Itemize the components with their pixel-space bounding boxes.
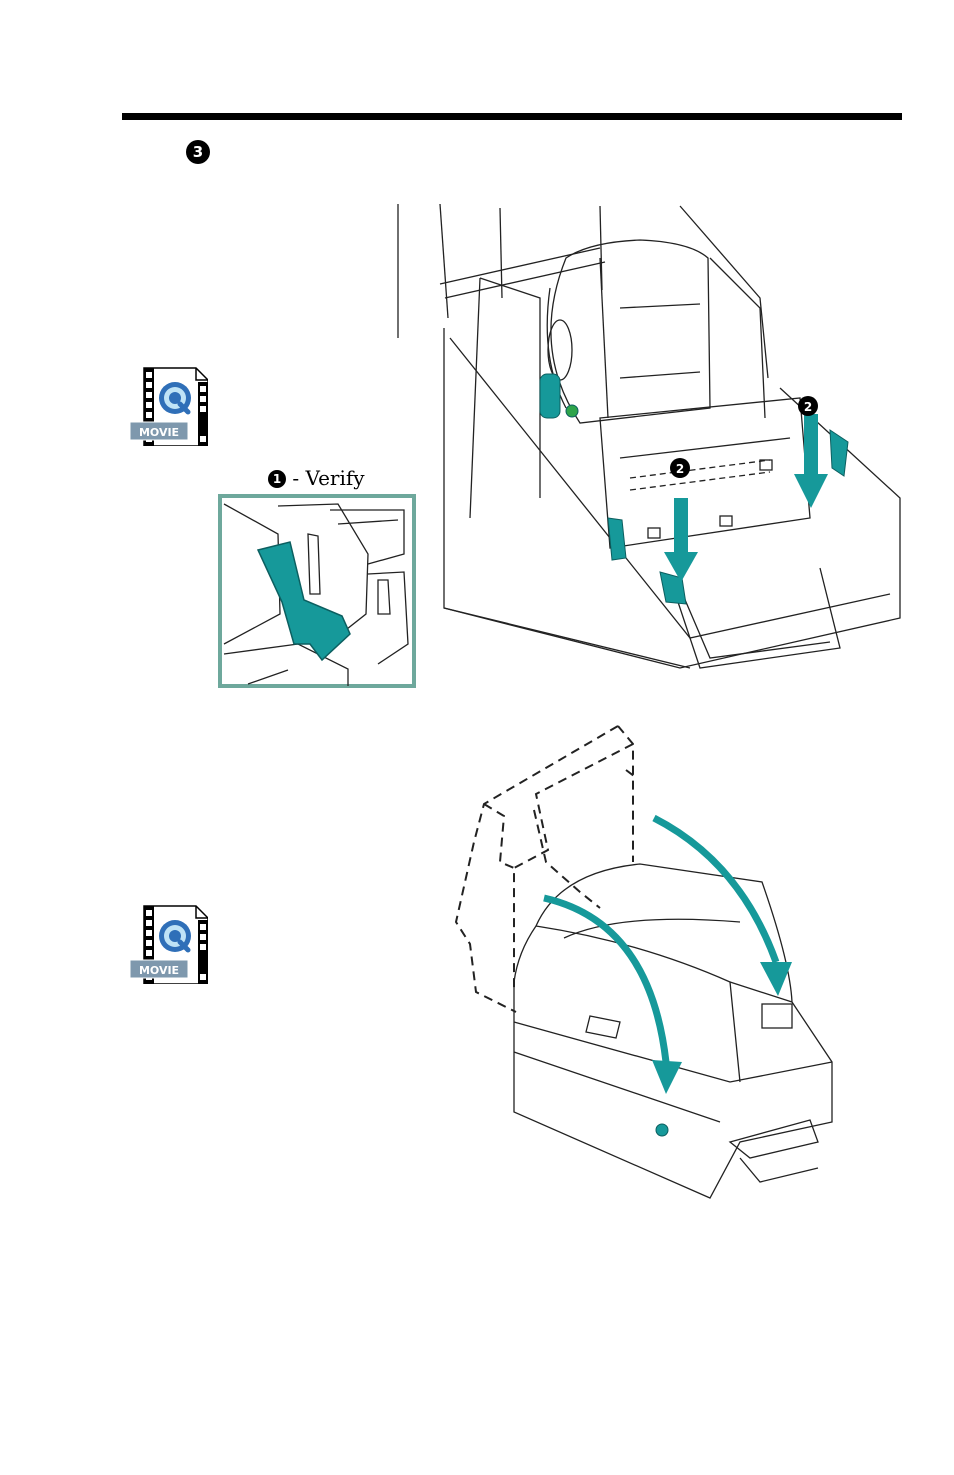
verify-inset-illustration [218,494,416,688]
verify-text: - Verify [292,466,364,490]
step-2-marker-right-text: 2 [804,400,812,414]
movie-label: MOVIE [139,964,179,977]
step-marker: 3 [186,140,210,164]
step-2-marker-left-text: 2 [676,462,684,476]
printer-close-illustration [440,722,850,1202]
step-marker-number: 3 [186,140,210,164]
movie-icon[interactable]: MOVIE [128,904,208,984]
verify-caption: 1 - Verify [268,466,365,490]
movie-label: MOVIE [139,426,179,439]
printer-open-illustration: 2 2 [390,198,910,678]
movie-icon[interactable]: MOVIE [128,366,208,446]
header-rule [122,113,902,120]
verify-marker: 1 [268,470,286,488]
